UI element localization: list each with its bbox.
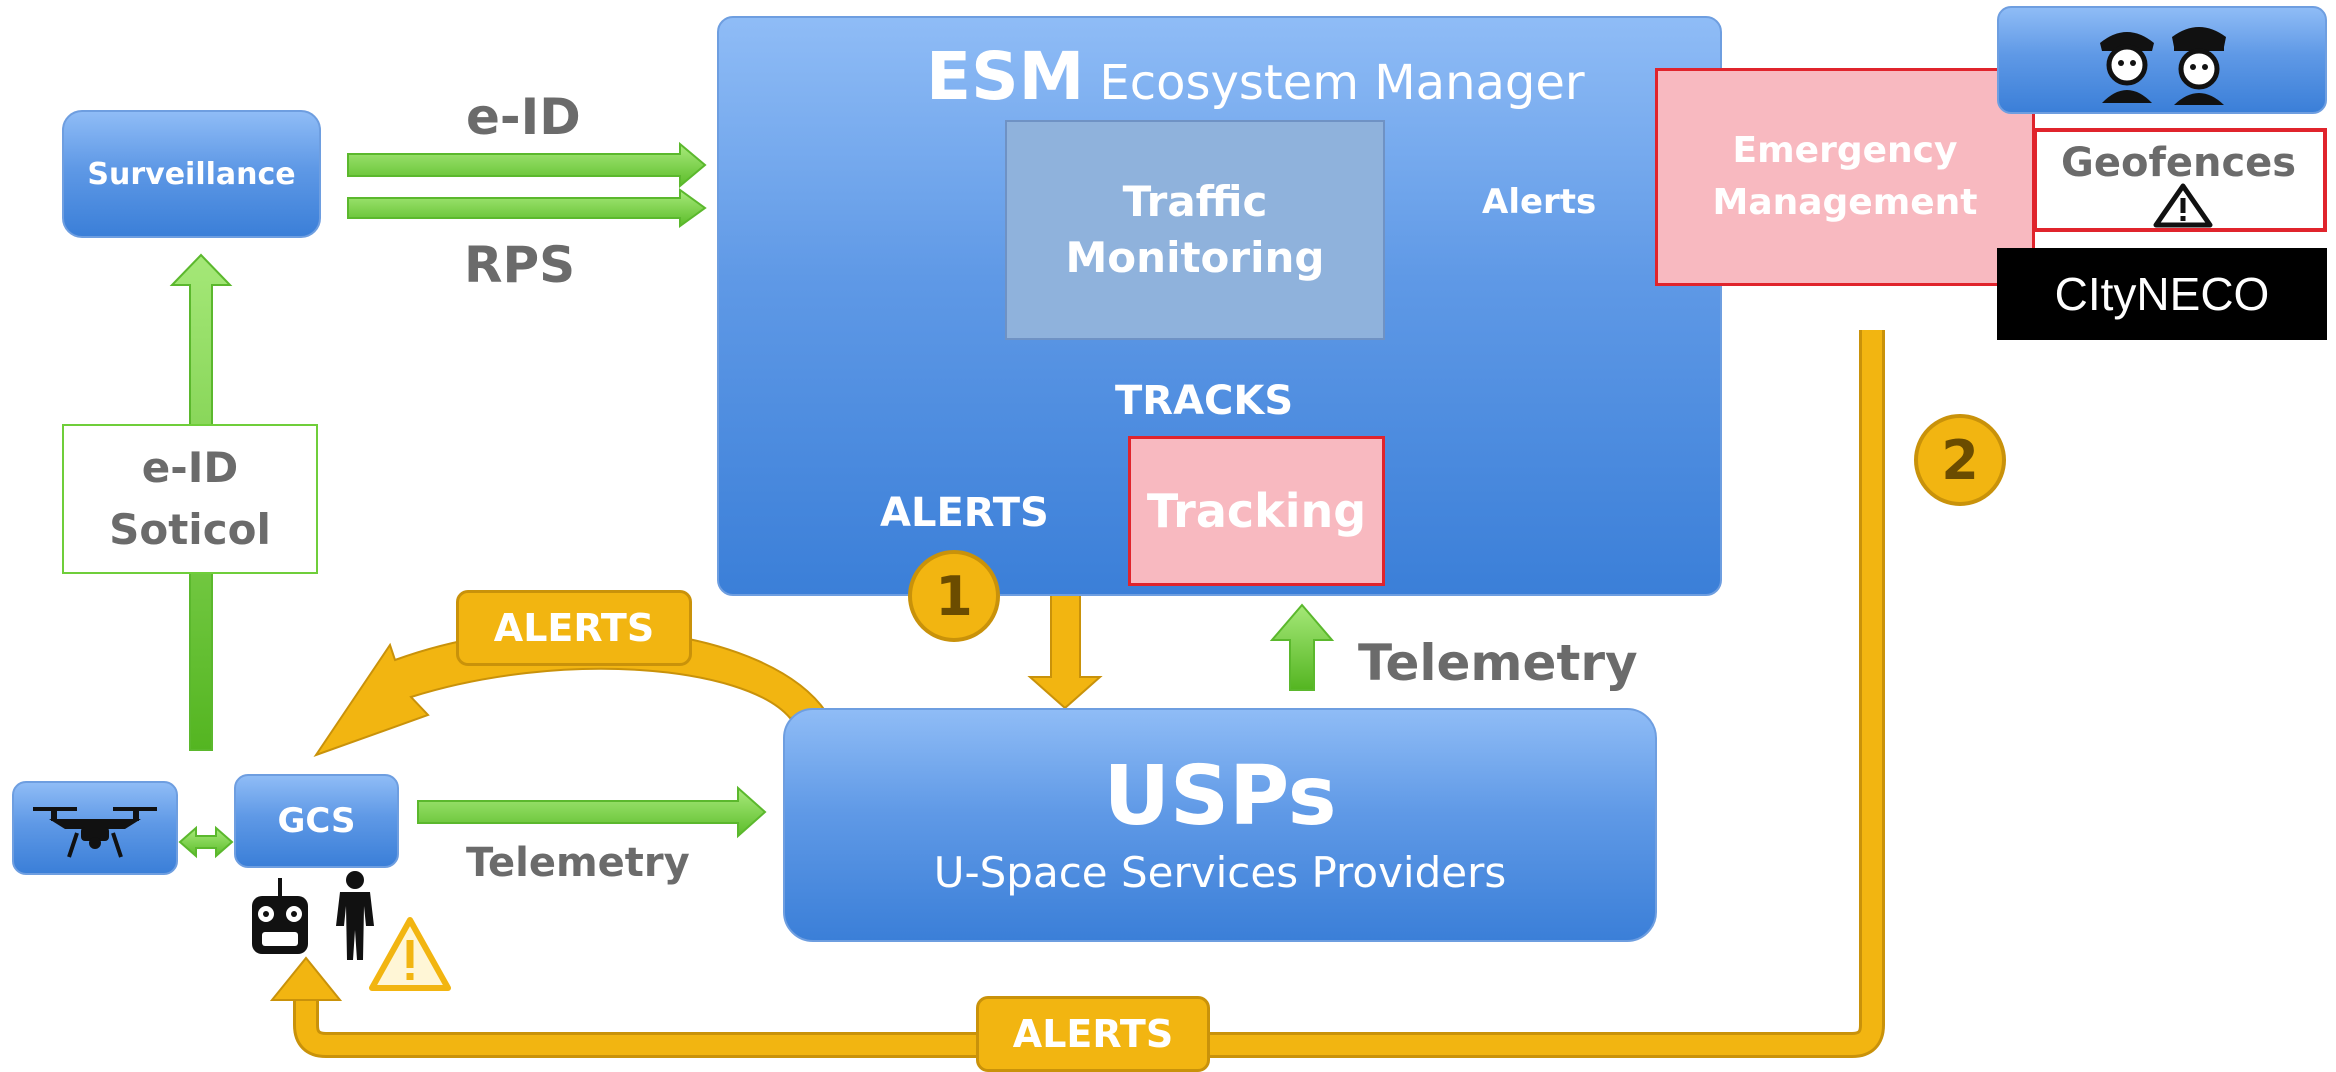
cityneco-box[interactable]: CItyNECO bbox=[1997, 248, 2327, 340]
rps-arrow bbox=[347, 188, 707, 228]
gcs-box[interactable]: GCS bbox=[234, 774, 399, 868]
alerts-left-label: ALERTS bbox=[493, 606, 655, 650]
step-2-number: 2 bbox=[1941, 428, 1979, 492]
eid-soticol-line2: Soticol bbox=[109, 505, 271, 554]
geofences-label: Geofences bbox=[2061, 140, 2297, 186]
telemetry-up-arrow bbox=[1269, 603, 1335, 691]
eid-soticol-line1: e-ID bbox=[141, 443, 239, 492]
traffic-monitoring-line1: Traffic bbox=[1122, 177, 1268, 226]
warning-triangle-icon bbox=[369, 917, 451, 991]
telemetry-lower-label: Telemetry bbox=[466, 840, 690, 886]
usps-subtitle: U-Space Services Providers bbox=[933, 848, 1507, 897]
eid-arrow bbox=[347, 141, 707, 189]
surveillance-box[interactable]: Surveillance bbox=[62, 110, 321, 238]
surveillance-label: Surveillance bbox=[87, 156, 296, 192]
pilot-person-icon bbox=[336, 871, 374, 960]
rps-label: RPS bbox=[464, 236, 576, 294]
tracking-box[interactable]: Tracking bbox=[1128, 436, 1385, 586]
alerts-bottom-label-box: ALERTS bbox=[976, 996, 1210, 1072]
eid-top-label: e-ID bbox=[466, 88, 581, 146]
remote-controller-icon bbox=[252, 878, 308, 954]
telemetry-upper-label: Telemetry bbox=[1358, 634, 1638, 692]
emergency-line2: Management bbox=[1712, 182, 1978, 223]
emergency-line1: Emergency bbox=[1732, 130, 1958, 171]
cityneco-label: CItyNECO bbox=[2054, 268, 2270, 320]
gcs-telemetry-arrow bbox=[417, 785, 767, 839]
step-2-badge: 2 bbox=[1914, 414, 2006, 506]
step-1-number: 1 bbox=[935, 564, 973, 628]
esm-name: Ecosystem Manager bbox=[1099, 55, 1585, 111]
drone-icon bbox=[33, 807, 157, 858]
alerts-bottom-label: ALERTS bbox=[1012, 1012, 1174, 1056]
usps-title: USPs bbox=[1103, 749, 1337, 844]
step-1-badge: 1 bbox=[908, 550, 1000, 642]
traffic-monitoring-box[interactable]: Traffic Monitoring bbox=[1005, 120, 1385, 340]
emergency-management-box[interactable]: Emergency Management bbox=[1655, 68, 2035, 286]
geofence-warning-icon bbox=[2153, 183, 2213, 228]
police-officers-icon bbox=[2100, 27, 2226, 105]
drone-gcs-double-arrow bbox=[178, 825, 234, 859]
alerts-arrow-label: Alerts bbox=[1482, 182, 1597, 222]
drone-box[interactable] bbox=[12, 781, 178, 875]
traffic-monitoring-line2: Monitoring bbox=[1065, 233, 1325, 282]
police-box bbox=[1997, 6, 2327, 114]
alerts-left-label-box: ALERTS bbox=[456, 590, 692, 666]
tracks-label: TRACKS bbox=[1115, 378, 1294, 424]
alerts-curved-arrow bbox=[313, 627, 828, 757]
esm-acronym: ESM bbox=[926, 38, 1085, 115]
eid-soticol-box[interactable]: e-ID Soticol bbox=[62, 424, 318, 574]
geofences-box[interactable]: Geofences bbox=[2033, 128, 2327, 232]
gcs-label: GCS bbox=[277, 801, 356, 841]
esm-title: ESM Ecosystem Manager bbox=[926, 38, 1585, 115]
esm-alerts-label: ALERTS bbox=[880, 490, 1049, 536]
alerts-long-path-head bbox=[269, 956, 343, 1001]
usps-box[interactable]: USPs U-Space Services Providers bbox=[783, 708, 1657, 942]
tracking-label: Tracking bbox=[1146, 484, 1367, 538]
